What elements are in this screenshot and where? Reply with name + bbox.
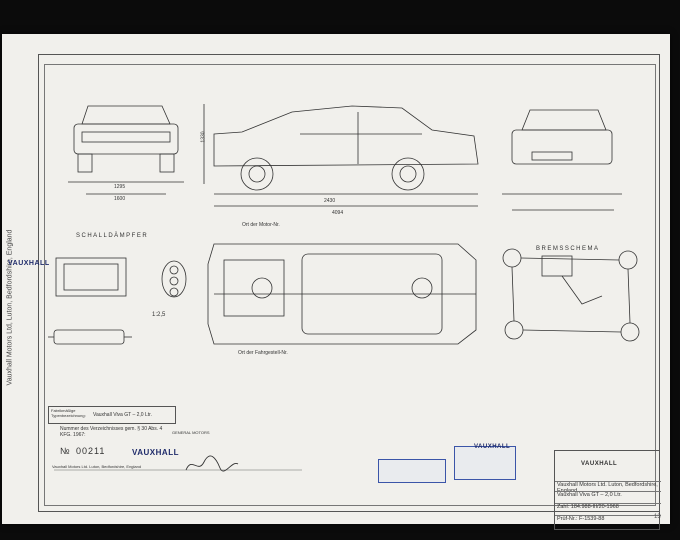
dim-width: 1600 [114,196,126,202]
scale-label: 1:2,5 [152,312,166,318]
outer-frame [38,54,660,512]
dim-length: 4094 [332,210,344,216]
type-box: Fabrikmäßige Typenbezeichnung: Vauxhall … [48,406,176,424]
title-block-row-number: Zahl: 184.988-III/20-1968 [555,503,661,510]
engine-number-note: Ort der Motor-Nr. [242,222,280,228]
vauxhall-logo-bottom: VAUXHALL [132,448,179,457]
title-block-row-test-number: Prüf-Nr.: F-1539-88 [555,515,661,522]
serial-value: 00211 [76,446,106,456]
approval-stamp-left [378,459,446,483]
vauxhall-logo-titleblock: VAUXHALL [581,461,618,467]
chassis-number-note: Ort der Fahrgestell-Nr. [238,350,288,356]
dim-height: 1330 [200,131,207,143]
inner-frame [44,64,656,506]
title-block-row-model: Vauxhall Viva GT – 2,0 Ltr. [555,491,661,498]
title-block: VAUXHALL Vauxhall Motors Ltd. Luton, Bed… [554,450,661,530]
brake-scheme-drawing [502,248,640,342]
maker-side-text: Vauxhall Motors Ltd, Luton, Bedfordshire… [6,229,14,386]
signature-image [185,455,239,472]
type-box-value: Vauxhall Viva GT – 2,0 Ltr. [93,412,152,418]
muffler-drawing [48,257,187,345]
general-motors-label: GENERAL MOTORS [172,430,210,435]
front-view-drawing [68,105,184,195]
top-view-drawing [207,243,477,345]
vauxhall-logo-side: VAUXHALL [8,260,50,267]
maker-footer: Vauxhall Motors Ltd. Luton, Bedfordshire… [52,464,142,469]
blueprint-sheet: Vauxhall Motors Ltd, Luton, Bedfordshire… [2,34,670,530]
approval-stamp-right [454,446,516,480]
vauxhall-logo-stamp: VAUXHALL [474,444,511,450]
registry-text: Nummer des Verzeichnisses gem. § 30 Abs.… [60,426,163,438]
page-number: 13 [654,514,661,520]
dim-track-front: 1295 [114,184,126,190]
section-label-muffler: SCHALLDÄMPFER [76,233,149,239]
rear-view-drawing [502,109,622,211]
serial-label: № [60,446,70,456]
section-label-brake-scheme: BREMSSCHEMA [536,246,600,252]
type-box-label: Fabrikmäßige Typenbezeichnung: [51,408,86,418]
dim-wheelbase: 2430 [324,198,336,204]
side-view-drawing [203,104,479,207]
technical-drawings [48,104,640,471]
